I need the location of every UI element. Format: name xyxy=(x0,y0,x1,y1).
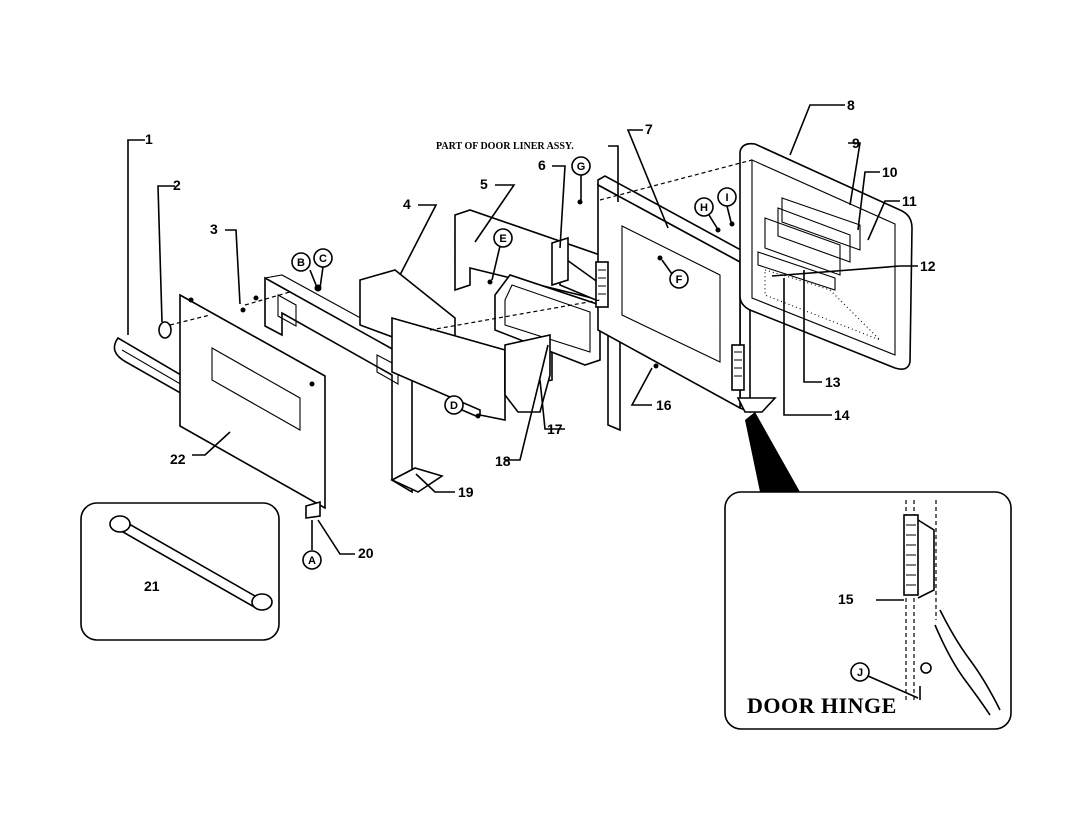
letter-e: E xyxy=(499,233,506,245)
letter-d: D xyxy=(450,400,458,412)
inset-door-hinge xyxy=(724,412,1012,730)
part-bracket xyxy=(551,236,569,287)
callout-7: 7 xyxy=(645,121,653,137)
callout-11: 11 xyxy=(902,193,917,209)
letter-f: F xyxy=(676,274,683,286)
callout-9: 9 xyxy=(852,135,860,151)
letter-j: J xyxy=(857,667,863,679)
door-liner-note: PART OF DOOR LINER ASSY. xyxy=(436,141,574,152)
letter-i: I xyxy=(725,192,728,204)
callout-2: 2 xyxy=(173,177,181,193)
callout-19: 19 xyxy=(458,484,474,500)
callout-12: 12 xyxy=(920,258,936,274)
letter-c: C xyxy=(319,253,327,265)
callout-4: 4 xyxy=(403,196,411,212)
inset-title: DOOR HINGE xyxy=(747,693,897,718)
callout-6: 6 xyxy=(538,157,546,173)
letter-h: H xyxy=(700,202,708,214)
callout-1: 1 xyxy=(145,131,153,147)
callout-14: 14 xyxy=(834,407,850,423)
letter-markers xyxy=(291,156,919,699)
letter-g: G xyxy=(577,161,586,173)
callout-21: 21 xyxy=(144,578,160,594)
callout-20: 20 xyxy=(358,545,374,561)
part-door-box xyxy=(739,142,913,370)
letter-b: B xyxy=(297,257,305,269)
callout-16: 16 xyxy=(656,397,672,413)
callout-8: 8 xyxy=(847,97,855,113)
leader-lines xyxy=(127,104,918,555)
callout-10: 10 xyxy=(882,164,898,180)
alignment-lines xyxy=(169,159,753,331)
inset-rod xyxy=(80,502,280,641)
part-outer-panel xyxy=(179,293,326,510)
part-glass-pack xyxy=(494,274,601,413)
letter-labels: B C D E F G H I A J xyxy=(297,161,863,679)
callout-5: 5 xyxy=(480,176,488,192)
callout-18: 18 xyxy=(495,453,511,469)
part-door-liner xyxy=(595,175,777,414)
letter-a: A xyxy=(308,555,316,567)
callout-13: 13 xyxy=(825,374,841,390)
part-clip xyxy=(305,500,321,519)
callout-3: 3 xyxy=(210,221,218,237)
callout-labels: 1 2 3 4 5 6 7 8 9 10 11 12 13 14 15 16 1… xyxy=(144,97,936,607)
callout-15: 15 xyxy=(838,591,854,607)
callout-17: 17 xyxy=(547,421,563,437)
callout-22: 22 xyxy=(170,451,186,467)
